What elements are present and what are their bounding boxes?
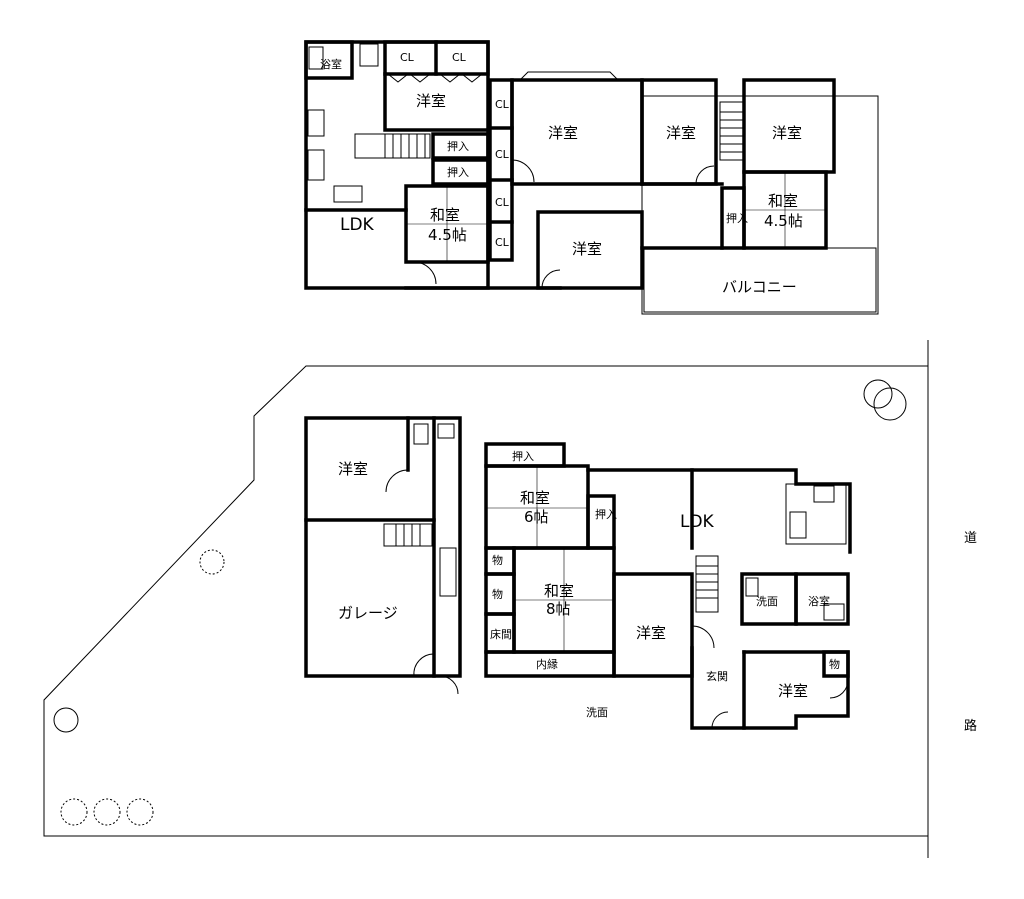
upper-washitsu-e-label: 和室 — [768, 192, 798, 210]
lower-storage-label-3: 物 — [829, 657, 840, 671]
shrub-icon — [199, 549, 225, 575]
upper-cl-label-2: CL — [452, 51, 467, 64]
upper-bath-label: 浴室 — [320, 57, 342, 71]
upper-cl-v-label-2: CL — [495, 148, 510, 161]
upper-western-ne-label: 洋室 — [772, 124, 802, 142]
tree-icon-sw — [53, 707, 79, 733]
lower-floor: 洋室 ガレージ 押入 和室 6帖 押入 物 物 和室 8帖 床間 内縁 LDK … — [304, 416, 852, 730]
lower-washitsu-8-label: 和室 — [544, 582, 574, 600]
lower-washitsu-6-size: 6帖 — [524, 508, 549, 526]
upper-oshiire-label-2: 押入 — [447, 165, 469, 179]
lower-western-south-wall — [612, 572, 694, 678]
lower-western-se-label: 洋室 — [778, 682, 808, 700]
upper-washitsu-w-size: 4.5帖 — [428, 226, 467, 244]
upper-oshiire-e-label: 押入 — [726, 211, 748, 225]
lower-washitsu-6-label: 和室 — [520, 489, 550, 507]
lower-washitsu-8-size: 8帖 — [546, 600, 571, 618]
lower-ldk-label: LDK — [680, 512, 715, 532]
upper-washitsu-e-size: 4.5帖 — [764, 212, 803, 230]
upper-washitsu-w-label: 和室 — [430, 206, 460, 224]
lower-tokonoma-label: 床間 — [490, 627, 512, 641]
lower-entrance-label: 玄関 — [706, 669, 728, 683]
lower-garage-block — [304, 416, 462, 678]
lower-bath-label: 浴室 — [808, 594, 830, 608]
lower-oshiire-v-wall — [586, 494, 616, 550]
lower-oshiire-v-label: 押入 — [595, 507, 617, 521]
upper-ldk-label: LDK — [340, 215, 375, 235]
lower-storage-label-1: 物 — [492, 553, 503, 567]
tree-icon — [863, 379, 907, 421]
lower-garage-label: ガレージ — [338, 604, 398, 622]
road-label-1: 道 — [964, 531, 977, 546]
site-boundary — [43, 340, 929, 858]
lower-washroom-outside-label: 洗面 — [586, 706, 608, 719]
upper-balcony-label: バルコニー — [722, 278, 797, 296]
lower-washroom-label: 洗面 — [756, 595, 778, 608]
lower-stairs-2 — [695, 555, 719, 613]
road-label-2: 路 — [964, 718, 977, 734]
upper-western-room-nw-label: 洋室 — [416, 92, 446, 110]
upper-balcony-outline — [641, 95, 879, 315]
upper-stairs-2 — [719, 101, 745, 161]
upper-floor: 浴室 CL CL 洋室 押入 押入 LDK 和室 4.5帖 CL CL CL C… — [304, 40, 879, 315]
lower-bath-wall — [794, 572, 850, 626]
lower-storage-label-2: 物 — [492, 587, 503, 601]
upper-western-mid-label: 洋室 — [666, 124, 696, 142]
lower-western-south-label: 洋室 — [636, 624, 666, 642]
upper-cl-label-1: CL — [400, 51, 415, 64]
upper-cl-v-label-4: CL — [495, 236, 510, 249]
lower-inner-veranda-label: 内縁 — [536, 657, 558, 671]
upper-western-south-label: 洋室 — [572, 240, 602, 258]
shrub-row-icon — [60, 798, 154, 826]
upper-western-center-label: 洋室 — [548, 124, 578, 142]
upper-cl-v-label-1: CL — [495, 98, 510, 111]
upper-oshiire-label-1: 押入 — [447, 139, 469, 153]
upper-bath-wall — [304, 40, 354, 80]
lower-western-room-label: 洋室 — [338, 460, 368, 478]
upper-stairs-1 — [354, 133, 431, 159]
lower-stairs-1 — [383, 523, 457, 597]
upper-cl-v-label-3: CL — [495, 196, 510, 209]
lower-oshiire-label: 押入 — [512, 449, 534, 463]
